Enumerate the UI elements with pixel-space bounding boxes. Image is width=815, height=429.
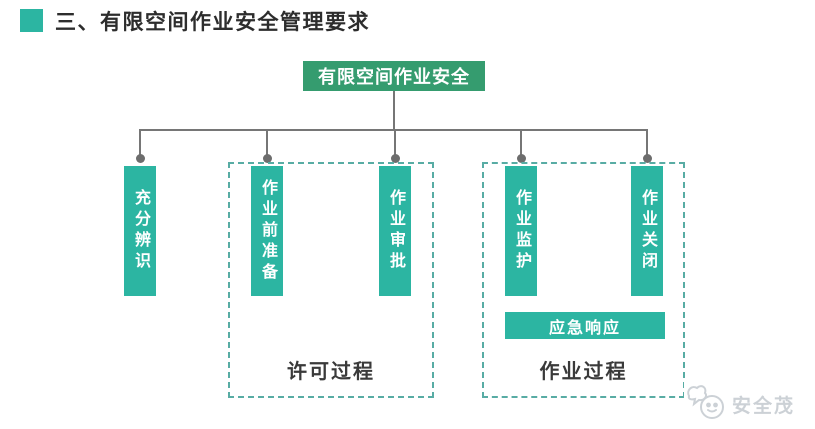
connector-dot — [517, 154, 526, 163]
mascot-chick-icon — [684, 382, 728, 427]
node-operation-approval: 作业审批 — [379, 166, 411, 296]
connector-dot — [263, 154, 272, 163]
connector-horizontal — [139, 129, 648, 131]
operation-process-label: 作业过程 — [539, 361, 628, 383]
connector-drop — [394, 130, 396, 157]
root-node: 有限空间作业安全 — [303, 61, 485, 91]
title-bullet-icon — [20, 9, 43, 32]
connector-drop — [266, 130, 268, 157]
connector-trunk — [393, 91, 395, 130]
connector-drop — [139, 130, 141, 157]
permit-process-group-box — [228, 162, 434, 398]
watermark: 安全茂 — [684, 381, 809, 427]
page-title: 三、有限空间作业安全管理要求 — [55, 11, 370, 34]
node-full-identification: 充分辨识 — [124, 166, 156, 296]
connector-dot — [391, 154, 400, 163]
watermark-text: 安全茂 — [732, 395, 796, 417]
connector-dot — [136, 154, 145, 163]
connector-dot — [643, 154, 652, 163]
node-operation-closure: 作业关闭 — [631, 166, 663, 296]
node-pre-operation-preparation: 作业前准备 — [251, 166, 283, 296]
operation-process-group-box — [482, 162, 685, 398]
permit-process-label: 许可过程 — [287, 361, 375, 383]
node-emergency-response: 应急响应 — [505, 312, 665, 339]
connector-drop — [646, 130, 648, 157]
node-operation-monitoring: 作业监护 — [505, 166, 537, 296]
connector-drop — [520, 130, 522, 157]
